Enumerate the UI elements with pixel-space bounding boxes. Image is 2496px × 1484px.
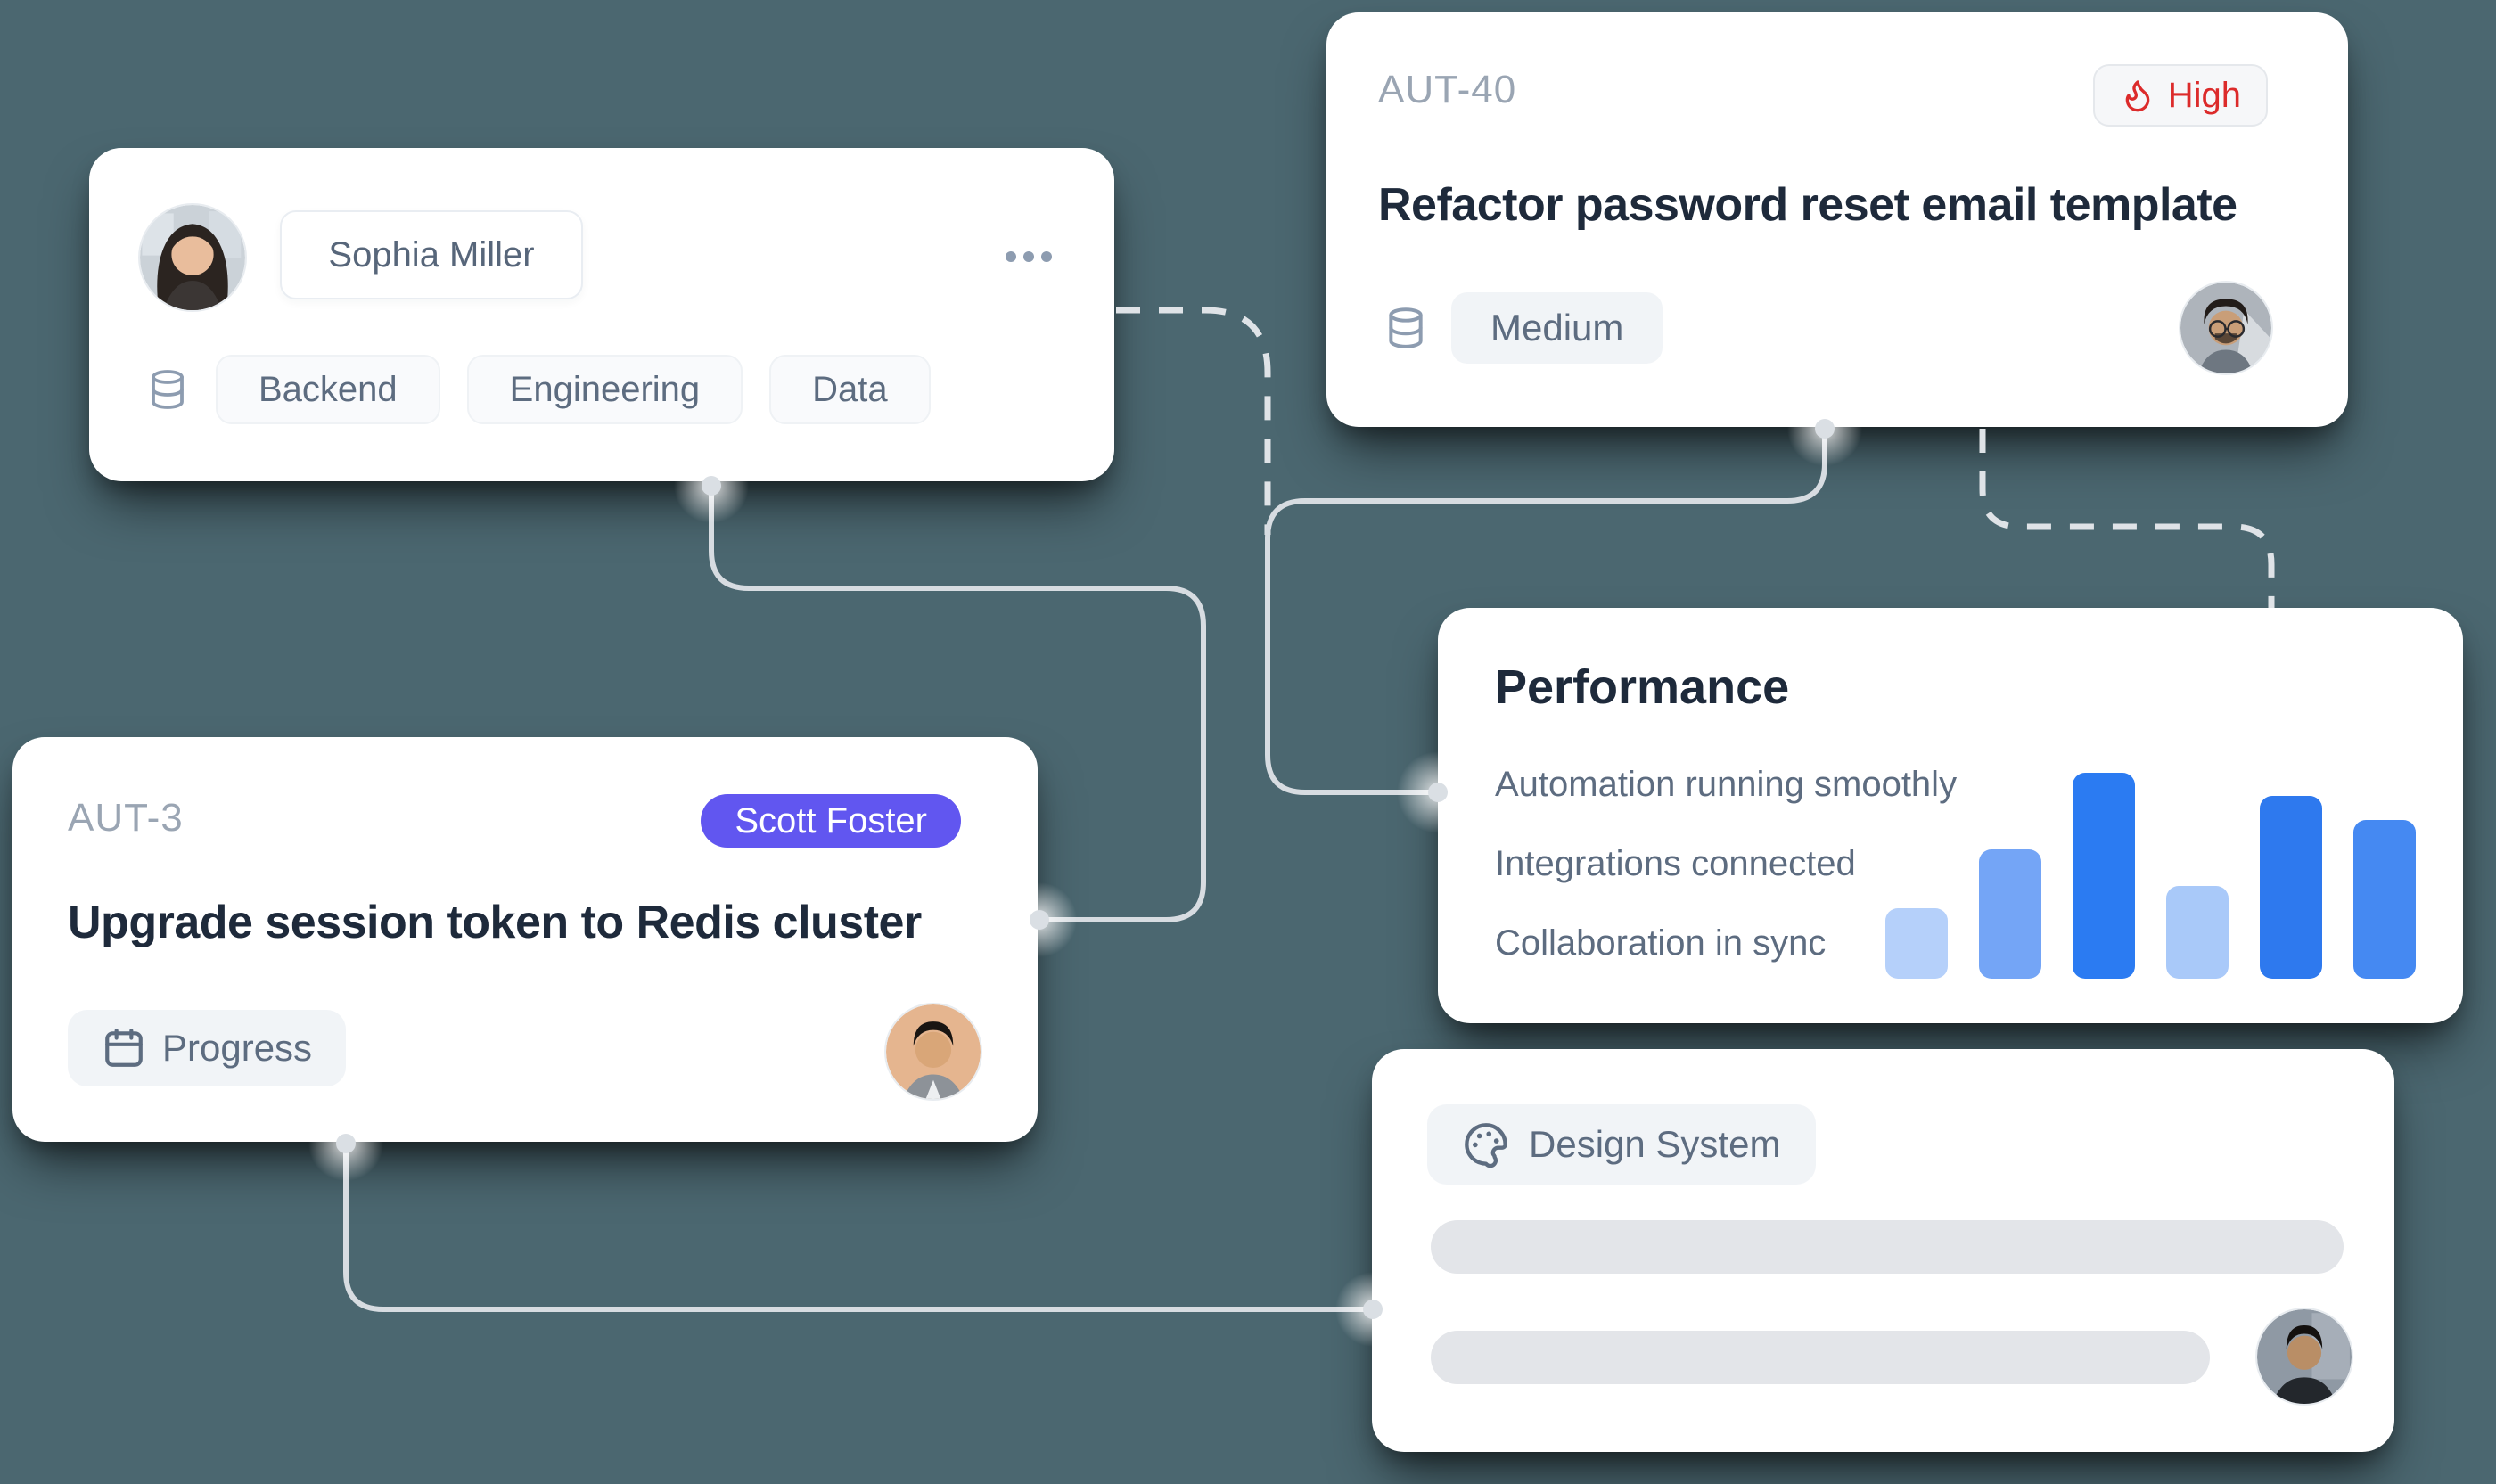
status-label: Progress [162, 1027, 313, 1069]
task-card-aut-3[interactable]: AUT-3 Scott Foster Upgrade session token… [12, 737, 1038, 1142]
connector-taskprogress-to-design [343, 1141, 1374, 1312]
task-meta-row: Progress [68, 1010, 347, 1086]
performance-bar-chart [1885, 772, 2416, 979]
bar-5 [2260, 796, 2322, 979]
avatar-assignee-glasses [2180, 283, 2271, 373]
priority-label: High [2167, 75, 2241, 115]
tag-backend[interactable]: Backend [216, 355, 440, 424]
flame-icon [2125, 80, 2150, 112]
task-title: Upgrade session token to Redis cluster [68, 897, 922, 948]
task-meta-row: Medium [1383, 292, 1663, 364]
connector-dashed-taskhigh-to-performance-top [1979, 429, 2275, 608]
member-name: Sophia Miller [328, 234, 535, 275]
bar-2 [1979, 849, 2041, 979]
avatar-assignee-young-man [886, 1004, 981, 1099]
assignee-name: Scott Foster [735, 800, 927, 840]
effort-badge[interactable]: Medium [1451, 292, 1663, 364]
task-id: AUT-3 [68, 796, 184, 840]
member-card[interactable]: Sophia Miller Backend Engineering Data [89, 148, 1114, 481]
connector-dashed-member-to-junction [1116, 307, 1271, 535]
design-system-card[interactable]: Design System [1372, 1049, 2394, 1452]
database-icon [1389, 307, 1423, 348]
design-system-label: Design System [1529, 1123, 1781, 1165]
effort-label: Medium [1490, 307, 1624, 348]
avatar-sophia [140, 205, 245, 310]
priority-badge-high[interactable]: High [2092, 64, 2268, 127]
tag-data[interactable]: Data [769, 355, 931, 424]
calendar-icon [105, 1029, 143, 1067]
avatar-design-member [2257, 1309, 2352, 1404]
status-badge[interactable]: Progress [68, 1010, 347, 1086]
task-title: Refactor password reset email template [1378, 179, 2237, 231]
member-tags-row: Backend Engineering Data [146, 355, 931, 424]
member-name-field[interactable]: Sophia Miller [280, 210, 583, 299]
bar-6 [2353, 820, 2416, 979]
palette-icon [1465, 1123, 1507, 1168]
bar-4 [2166, 886, 2229, 979]
bar-1 [1885, 908, 1948, 979]
skeleton-text-bar [1431, 1331, 2210, 1384]
performance-title: Performance [1495, 660, 1790, 714]
performance-card[interactable]: Performance Automation running smoothly … [1438, 608, 2463, 1023]
ellipsis-menu-icon[interactable] [1006, 251, 1052, 262]
design-system-badge[interactable]: Design System [1427, 1104, 1817, 1185]
assignee-badge[interactable]: Scott Foster [701, 794, 961, 848]
task-id: AUT-40 [1378, 68, 1517, 111]
performance-item: Collaboration in sync [1495, 923, 1827, 963]
performance-item: Integrations connected [1495, 844, 1856, 883]
tag-engineering[interactable]: Engineering [466, 355, 743, 424]
bar-3 [2073, 773, 2135, 979]
database-icon [152, 370, 184, 409]
skeleton-text-bar [1431, 1220, 2344, 1274]
task-card-aut-40[interactable]: AUT-40 High Refactor password reset emai… [1326, 12, 2348, 427]
